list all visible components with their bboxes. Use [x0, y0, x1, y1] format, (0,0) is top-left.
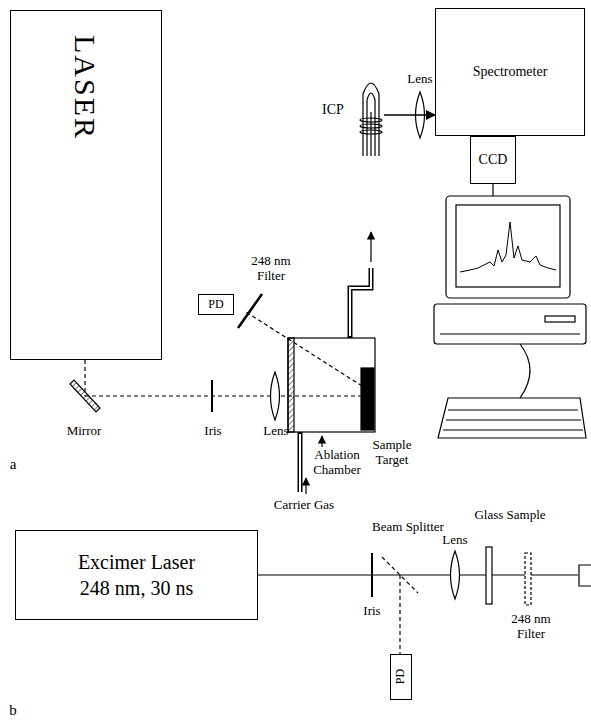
box-label: 248 nm, 30 ns: [80, 577, 193, 599]
part-label: Glass Sample: [462, 508, 558, 523]
light-path-arrow: [384, 114, 435, 115]
reflected-beam: [246, 312, 362, 386]
part-label: Lens: [252, 424, 300, 439]
leader-line: [321, 436, 322, 447]
box-label: Excimer Laser: [78, 551, 195, 573]
part-label: Iris: [196, 424, 230, 439]
sample-target: [361, 368, 374, 430]
glass-sample: [486, 547, 492, 604]
box-label: CCD: [479, 152, 508, 167]
part-label: 248 nm Filter: [240, 254, 302, 284]
part-label: Beam Splitter: [360, 520, 456, 535]
part-label: Ablation Chamber: [306, 448, 368, 478]
gas-flow-arrow: [305, 478, 306, 494]
part-label: Iris: [356, 604, 388, 619]
laser-box: Excimer Laser 248 nm, 30 ns: [15, 530, 258, 620]
iris-symbol: [371, 553, 373, 597]
detector-box: [579, 565, 591, 586]
spectrometer-box: Spectrometer: [435, 8, 585, 136]
part-label: Carrier Gas: [262, 498, 346, 513]
icp-torch: ICP: [358, 72, 384, 158]
part-label: Sample Target: [362, 438, 422, 468]
panel-letter: b: [6, 702, 20, 719]
ablation-chamber: [288, 338, 375, 432]
laser-beam: [85, 395, 362, 396]
split-beam: [399, 575, 400, 654]
cable: [492, 184, 493, 196]
iris-symbol: [211, 380, 213, 412]
lens-symbol: [271, 372, 280, 420]
torch-outline: [358, 72, 384, 158]
part-label: Mirror: [52, 424, 116, 439]
transfer-tube: [350, 268, 371, 338]
box-label: PD: [394, 669, 407, 684]
mirror-symbol: [70, 380, 100, 412]
filter-symbol: [238, 294, 262, 328]
flow-arrow: [370, 232, 371, 262]
part-label: 248 nm Filter: [500, 612, 562, 642]
panel-letter: a: [6, 456, 20, 473]
computer-illustration: [434, 196, 586, 438]
photodiode-box: PD: [390, 654, 412, 700]
box-label: LASER: [69, 35, 102, 140]
part-label: Lens: [398, 72, 442, 87]
ccd-box: CCD: [470, 136, 516, 184]
box-label: Spectrometer: [473, 64, 548, 79]
laser-box: LASER: [10, 10, 162, 360]
photodiode-box: PD: [198, 294, 234, 315]
lens-symbol: [451, 551, 460, 599]
part-label: ICP: [322, 102, 344, 117]
part-label: Lens: [434, 533, 476, 548]
box-label: PD: [208, 298, 223, 311]
filter-symbol: [525, 553, 531, 605]
